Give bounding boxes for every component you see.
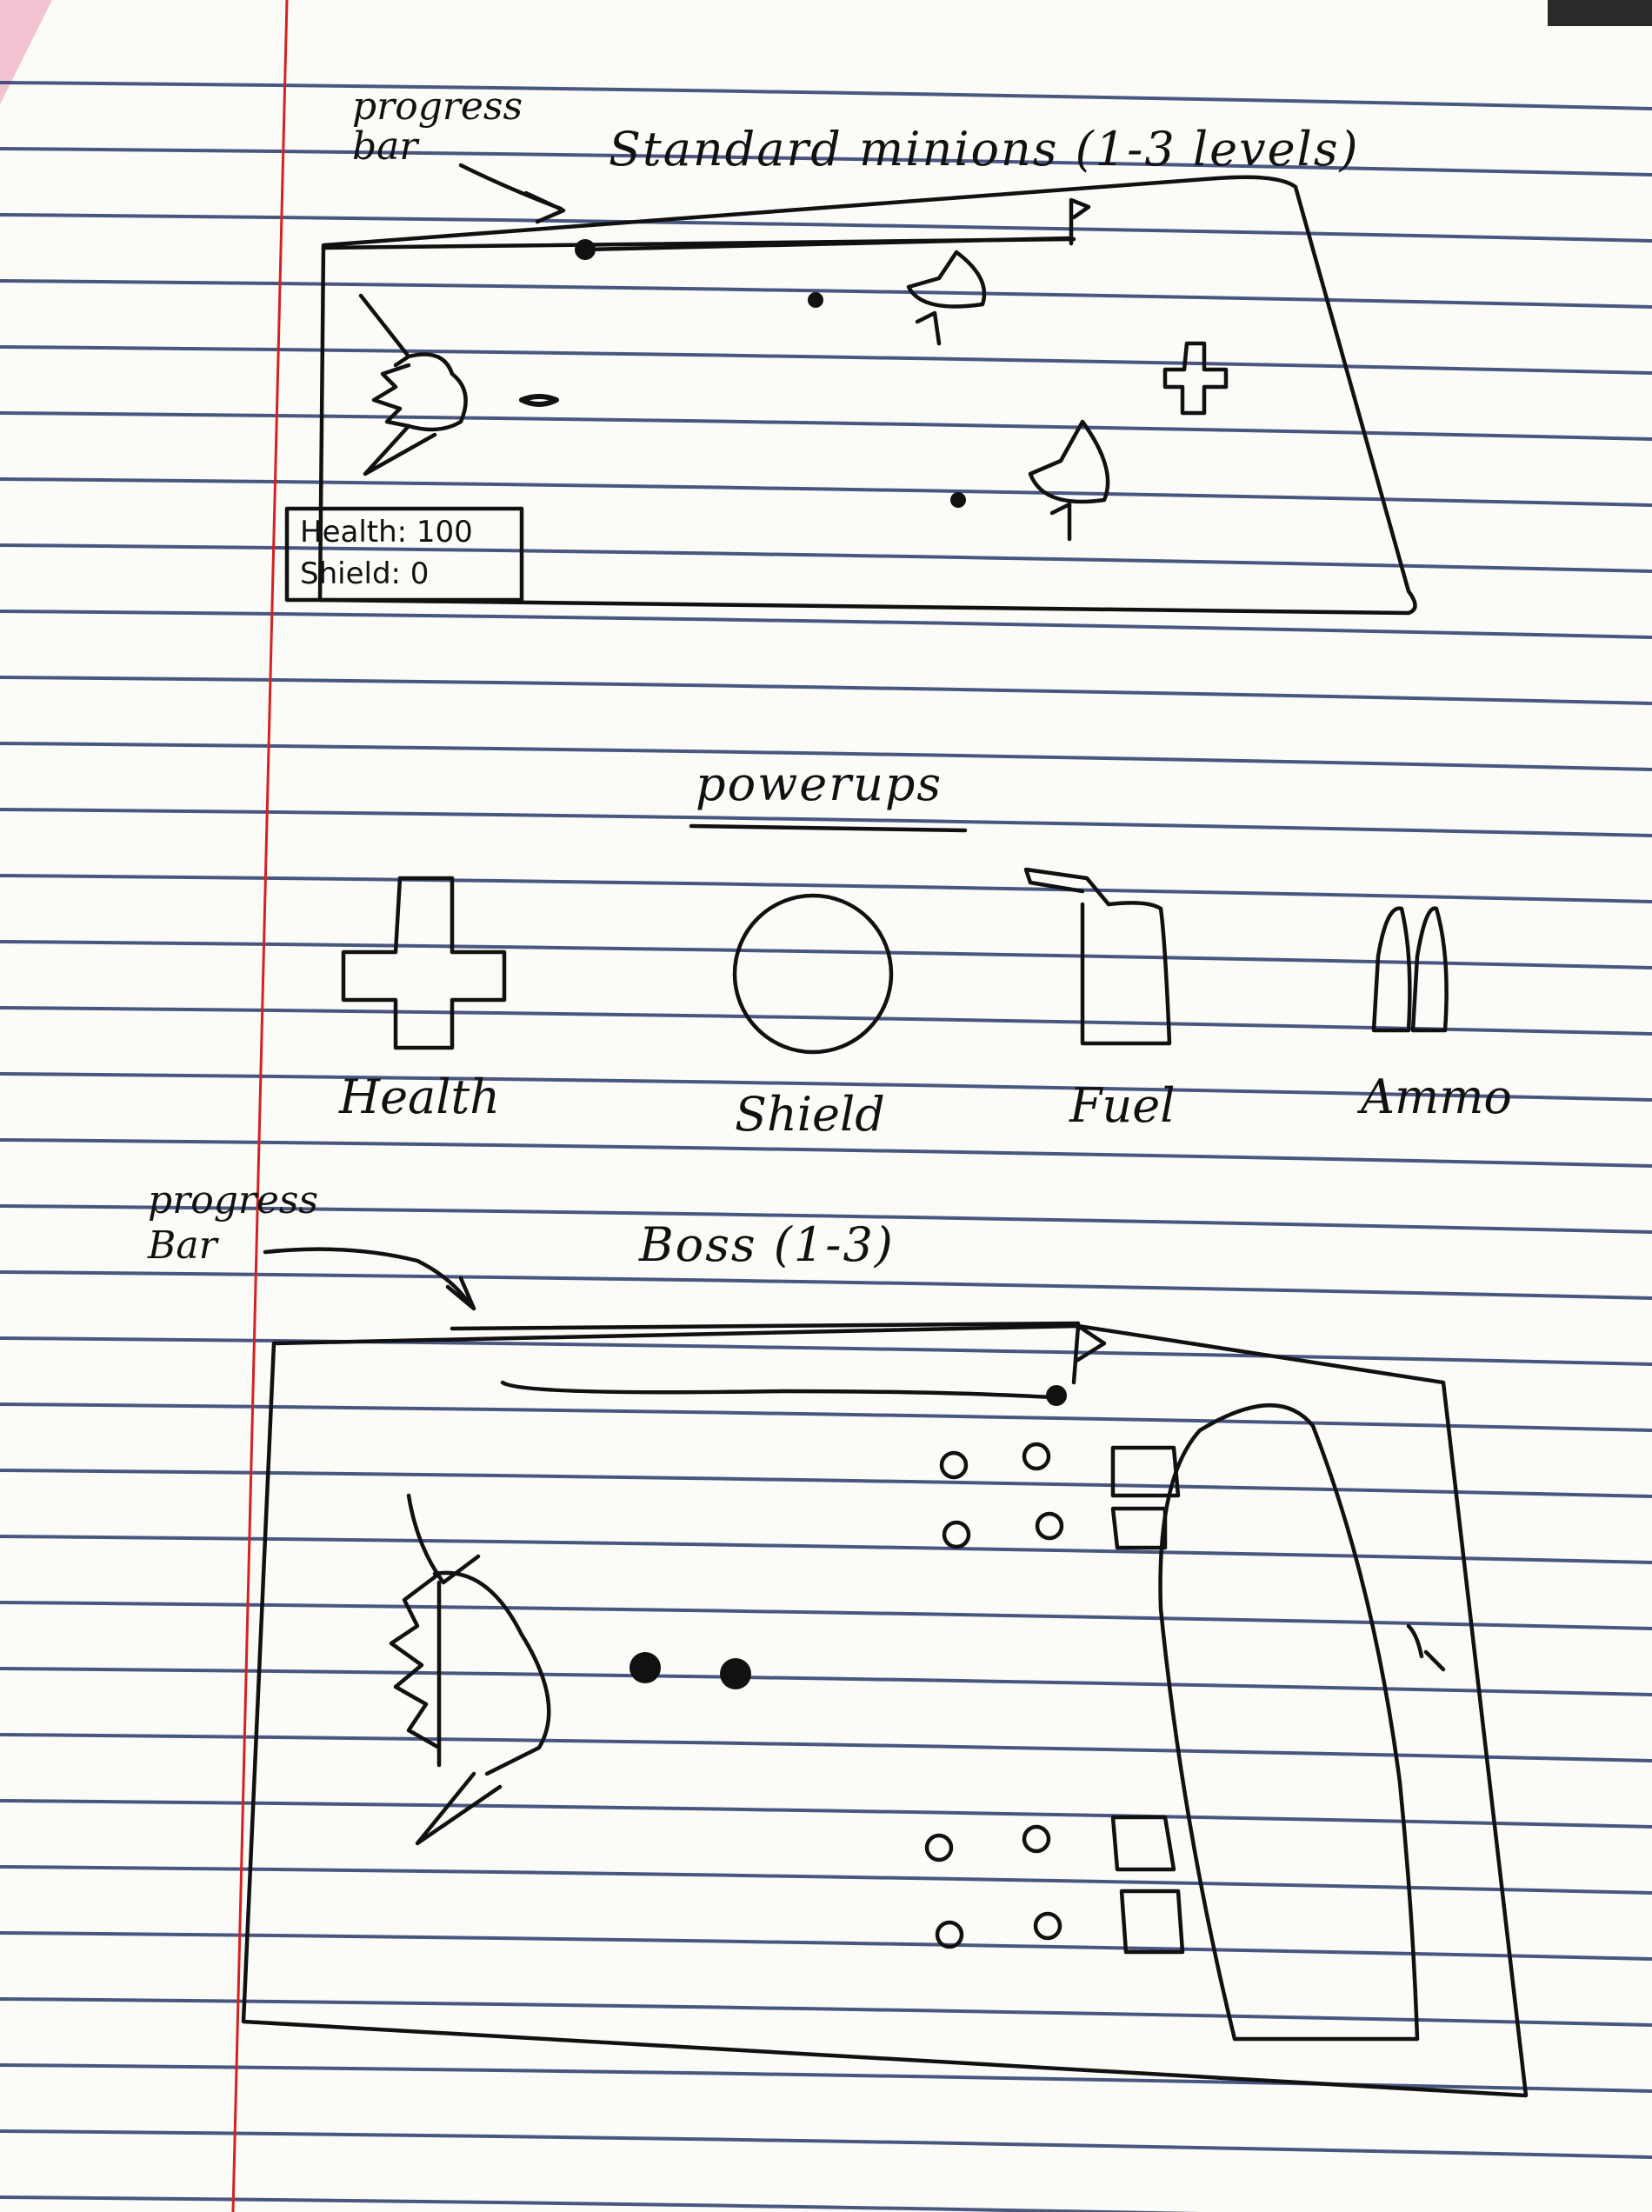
rule-line [0,411,1652,441]
standard-level-mockup [284,163,1417,616]
rule-line [0,1138,1652,1168]
hud-health-label: Health: 100 [300,515,473,550]
rule-line [0,81,1652,110]
rule-line [0,874,1652,903]
rule-line [0,1204,1652,1234]
rule-line [0,808,1652,837]
rule-line [0,1402,1652,1432]
rule-line [0,940,1652,969]
player-bullet [720,1658,751,1689]
boss-screen-frame [241,1323,1529,2098]
boss-section-title: Boss (1-3) [639,1217,895,1272]
boss-bullets [924,1442,1064,1949]
boss-progress-annotation: progress Bar [148,1178,319,1268]
player-bullet [629,1652,661,1683]
powerups-section-title: powerups [696,756,943,811]
rule-line [0,742,1652,771]
progress-bar-track [450,1321,1081,1331]
rule-line [0,1336,1652,1366]
enemy-minion-icon [906,250,987,346]
standard-screen-frame [317,175,1417,616]
fuel-can-icon [1023,867,1172,1046]
powerup-label-ammo: Ammo [1361,1069,1512,1124]
enemy-minion-icon [1028,419,1110,542]
finish-flag-icon [1071,1323,1107,1385]
rule-line [0,2129,1652,2159]
rule-line [0,1601,1652,1630]
rule-line [0,2063,1652,2093]
progress-bar-fill [583,236,1072,252]
progress-annotation-arrow [263,1247,476,1311]
finish-flag-icon [1069,197,1091,246]
health-cross-icon [341,876,507,1050]
player-ship-icon [389,1493,551,1846]
player-ship-icon [358,293,468,476]
health-pickup-icon [1162,341,1229,416]
rule-line [0,2195,1200,2212]
standard-section-title: Standard minions (1-3 levels) [609,122,1360,177]
rule-line [0,1997,1652,2027]
ammo-bullets-icon [1371,906,1449,1033]
player-bullet [519,394,559,407]
rule-line [0,676,1652,705]
rule-line [0,1072,1652,1102]
standard-progress-annotation: progress bar [352,84,523,169]
rule-line [0,1270,1652,1300]
rule-line [0,345,1652,375]
hud-box [284,506,524,603]
rule-line [0,1006,1652,1036]
shield-circle-icon [732,893,894,1055]
margin-line [231,0,289,2212]
progress-marker [1046,1385,1067,1406]
progress-annotation-arrow [458,163,566,224]
progress-bar-fill [500,1380,1055,1400]
rule-line [0,213,1652,243]
powerups-underline [689,823,968,833]
enemy-bullet [808,292,823,308]
rule-line [0,279,1652,309]
boss-ship-icon [1110,1402,1446,2042]
rule-line [0,477,1652,507]
powerup-label-shield: Shield [735,1087,885,1142]
rule-line [0,1733,1652,1762]
rule-line [0,147,1652,177]
hud-shield-label: Shield: 0 [300,556,430,591]
enemy-bullet [950,492,966,508]
powerup-label-health: Health [339,1069,500,1124]
powerups-section [341,823,1449,1055]
rule-line [0,1931,1652,1961]
rule-line [0,1667,1652,1696]
boss-level-mockup [241,1247,1529,2098]
rule-line [0,610,1652,639]
powerup-label-fuel: Fuel [1069,1078,1176,1133]
